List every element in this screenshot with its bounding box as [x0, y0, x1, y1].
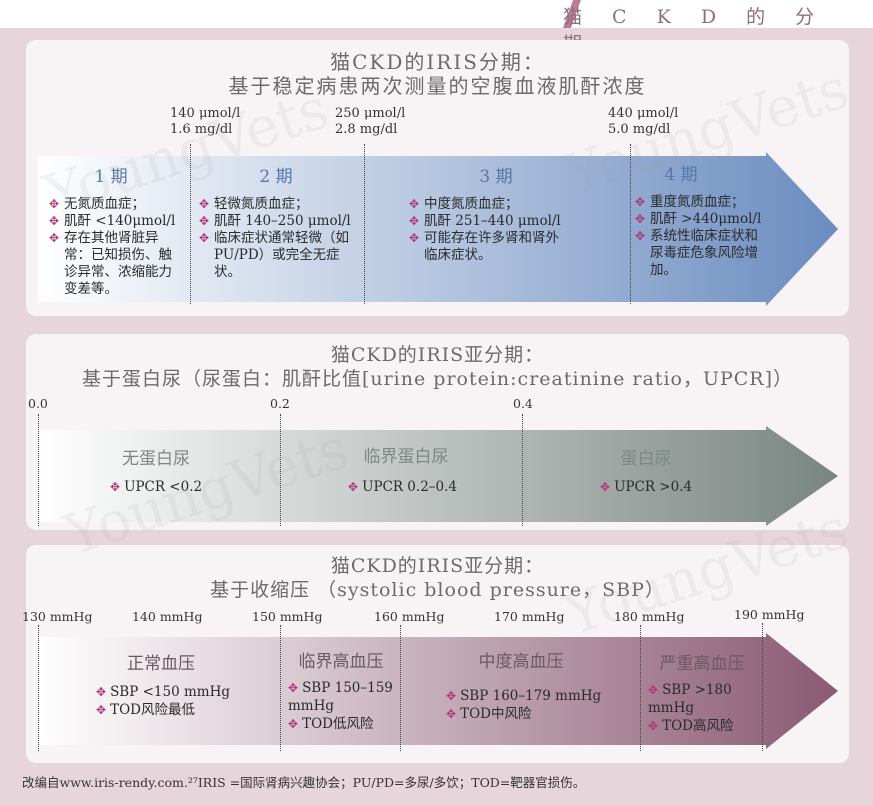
clover-bullet-icon: ✥ [288, 681, 299, 695]
clover-bullet-icon: ✥ [409, 214, 420, 228]
clover-bullet-icon: ✥ [600, 480, 611, 494]
divider-190 [762, 623, 763, 751]
creatinine-staging-panel: 猫CKD的IRIS分期： 基于稳定病患两次测量的空腹血液肌酐浓度 140 μmo… [26, 40, 849, 316]
header-slant-decoration [563, 0, 589, 28]
divider-0-2 [280, 414, 281, 526]
clover-bullet-icon: ✥ [288, 717, 299, 731]
clover-bullet-icon: ✥ [409, 197, 420, 211]
divider-440 [630, 144, 631, 304]
header-tab: 猫 C K D 的 分 期 [563, 0, 873, 55]
divider-0-4 [522, 414, 523, 526]
moderate-hypertensive-info: ✥SBP 160–179 mmHg ✥TOD中风险 [446, 688, 602, 722]
stage-2-description: ✥轻微氮质血症； ✥肌酐 140–250 μmol/l ✥临床症状通常轻微（如P… [199, 196, 351, 280]
stage-4-title: 4 期 [664, 165, 698, 185]
stage-3-description: ✥中度氮质血症； ✥肌酐 251–440 μmol/l ✥可能存在许多肾和肾外临… [409, 196, 561, 263]
divider-150 [280, 625, 281, 751]
panel1-title-line2: 基于稳定病患两次测量的空腹血液肌酐浓度 [228, 74, 647, 98]
clover-bullet-icon: ✥ [635, 229, 646, 243]
non-proteinuric-range: ✥UPCR <0.2 [110, 479, 203, 495]
divider-250 [364, 144, 365, 304]
proteinuria-arrow [38, 426, 838, 526]
sbp-tick-180: 180 mmHg [614, 609, 685, 624]
sbp-tick-190: 190 mmHg [734, 607, 805, 622]
divider-160 [400, 625, 401, 751]
stage-3-title: 3 期 [479, 167, 513, 187]
stage-4-description: ✥重度氮质血症； ✥肌酐 >440μmol/l ✥系统性临床症状和尿毒症危象风险… [635, 194, 762, 278]
severe-hypertensive-info: ✥SBP >180 mmHg ✥TOD高风险 [648, 682, 734, 734]
blood-pressure-arrow [38, 633, 838, 753]
proteinuria-substaging-panel: 猫CKD的IRIS亚分期： 基于蛋白尿（尿蛋白：肌酐比值[urine prote… [26, 334, 849, 530]
divider-140 [190, 144, 191, 304]
sbp-tick-170: 170 mmHg [494, 609, 565, 624]
moderate-hypertensive-title: 中度高血压 [478, 652, 564, 672]
upcr-tick-0-2: 0.2 [270, 396, 290, 411]
proteinuric-range: ✥UPCR >0.4 [600, 479, 693, 495]
panel2-title-line1: 猫CKD的IRIS亚分期： [330, 344, 545, 366]
clover-bullet-icon: ✥ [199, 197, 210, 211]
clover-bullet-icon: ✥ [199, 231, 210, 245]
divider-130 [38, 625, 39, 751]
borderline-hypertensive-info: ✥SBP 150–159 mmHg ✥TOD低风险 [288, 680, 393, 732]
clover-bullet-icon: ✥ [635, 212, 646, 226]
borderline-proteinuric-range: ✥UPCR 0.2–0.4 [348, 479, 457, 495]
upcr-tick-0-4: 0.4 [513, 396, 533, 411]
upcr-tick-0: 0.0 [28, 396, 48, 411]
stage-1-description: ✥无氮质血症； ✥肌酐 <140μmol/l ✥存在其他肾脏异常：已知损伤、触诊… [49, 196, 176, 297]
borderline-hypertensive-title: 临界高血压 [298, 652, 384, 672]
divider-180 [640, 625, 641, 751]
panel3-title-line2: 基于收缩压 （systolic blood pressure，SBP） [210, 579, 665, 601]
sbp-tick-160: 160 mmHg [374, 609, 445, 624]
divider-0 [38, 414, 39, 526]
normotensive-info: ✥SBP <150 mmHg ✥TOD风险最低 [96, 684, 230, 718]
clover-bullet-icon: ✥ [348, 480, 359, 494]
clover-bullet-icon: ✥ [648, 719, 659, 733]
clover-bullet-icon: ✥ [49, 214, 60, 228]
clover-bullet-icon: ✥ [96, 685, 107, 699]
clover-bullet-icon: ✥ [446, 707, 457, 721]
sbp-tick-130: 130 mmHg [22, 609, 93, 624]
severe-hypertensive-title: 严重高血压 [659, 654, 745, 674]
normotensive-title: 正常血压 [127, 654, 195, 674]
blood-pressure-substaging-panel: 猫CKD的IRIS亚分期： 基于收缩压 （systolic blood pres… [22, 545, 849, 763]
stage-arrow [38, 152, 838, 306]
clover-bullet-icon: ✥ [110, 480, 121, 494]
borderline-proteinuric-title: 临界蛋白尿 [363, 447, 449, 467]
clover-bullet-icon: ✥ [409, 231, 420, 245]
footnote: 改编自www.iris-rendy.com.²⁷IRIS =国际肾病兴趣协会；P… [22, 775, 586, 790]
panel1-title-line1: 猫CKD的IRIS分期： [330, 50, 545, 74]
proteinuric-title: 蛋白尿 [620, 449, 672, 469]
panel2-title-line2: 基于蛋白尿（尿蛋白：肌酐比值[urine protein:creatinine … [81, 368, 794, 390]
stage-2-title: 2 期 [259, 167, 293, 187]
clover-bullet-icon: ✥ [648, 683, 659, 697]
panel3-title-line1: 猫CKD的IRIS亚分期： [330, 555, 545, 577]
sbp-tick-150: 150 mmHg [252, 609, 323, 624]
clover-bullet-icon: ✥ [96, 703, 107, 717]
clover-bullet-icon: ✥ [49, 197, 60, 211]
non-proteinuric-title: 无蛋白尿 [122, 449, 190, 469]
sbp-tick-140: 140 mmHg [132, 609, 203, 624]
clover-bullet-icon: ✥ [199, 214, 210, 228]
clover-bullet-icon: ✥ [49, 231, 60, 245]
stage-1-title: 1 期 [94, 167, 128, 187]
clover-bullet-icon: ✥ [446, 689, 457, 703]
clover-bullet-icon: ✥ [635, 195, 646, 209]
